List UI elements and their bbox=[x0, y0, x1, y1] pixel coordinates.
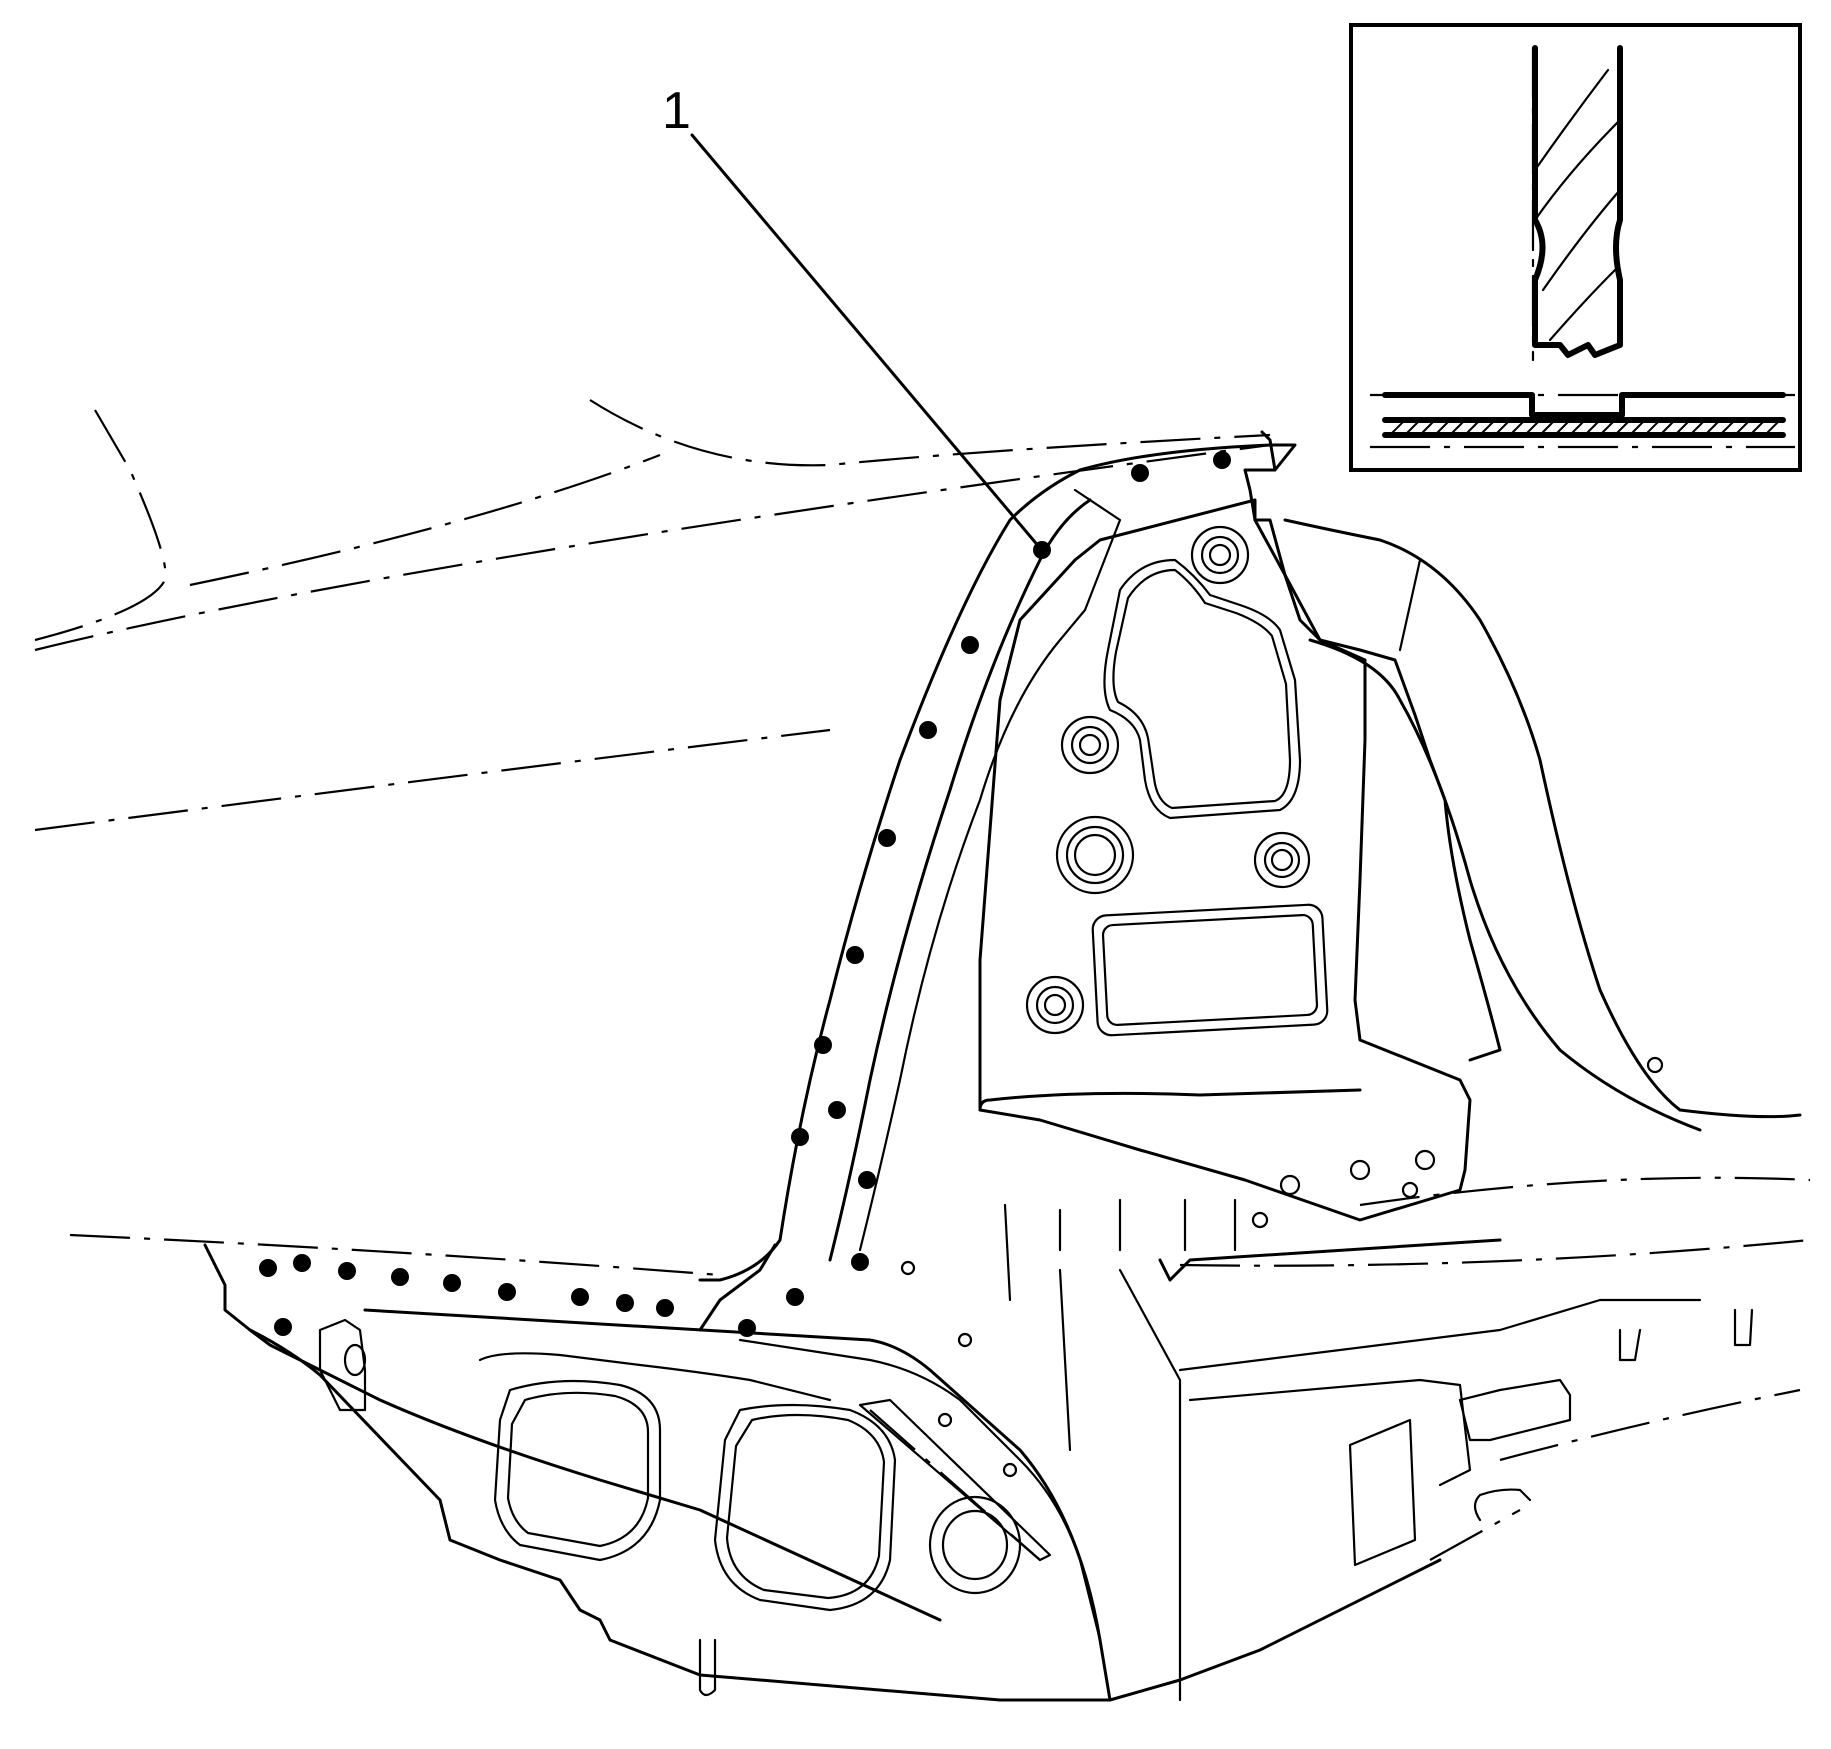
weld-dot bbox=[851, 1253, 869, 1271]
inset-frame bbox=[1349, 23, 1802, 472]
weld-dot bbox=[571, 1288, 589, 1306]
lower-rocker bbox=[203, 1198, 1801, 1702]
upper-body-lines bbox=[34, 399, 1271, 1277]
drill-bit-icon bbox=[1531, 45, 1623, 362]
weld-dot bbox=[1131, 464, 1149, 482]
weld-dot bbox=[919, 721, 937, 739]
weld-dot bbox=[1213, 451, 1231, 469]
weld-dot bbox=[616, 1294, 634, 1312]
weld-dot bbox=[878, 829, 896, 847]
weld-dot bbox=[961, 636, 979, 654]
weld-dot bbox=[443, 1274, 461, 1292]
weld-dot bbox=[391, 1268, 409, 1286]
weld-dot bbox=[786, 1288, 804, 1306]
weld-dot bbox=[858, 1171, 876, 1189]
weld-dot bbox=[828, 1101, 846, 1119]
weld-dot bbox=[846, 946, 864, 964]
weld-dot bbox=[259, 1259, 277, 1277]
callout-label: 1 bbox=[662, 82, 691, 140]
weld-dot bbox=[791, 1128, 809, 1146]
rear-panel bbox=[1158, 518, 1811, 1282]
weld-dot bbox=[274, 1318, 292, 1336]
weld-dot bbox=[656, 1299, 674, 1317]
panel-layers bbox=[1370, 392, 1795, 449]
weld-dot bbox=[814, 1036, 832, 1054]
weld-dot bbox=[738, 1319, 756, 1337]
weld-dot bbox=[498, 1283, 516, 1301]
hatch-pattern bbox=[1389, 419, 1781, 436]
weld-dot bbox=[293, 1254, 311, 1272]
drill-inset bbox=[1349, 23, 1802, 472]
wheelhouse-panel bbox=[698, 430, 1447, 1282]
inner-panel bbox=[978, 498, 1472, 1229]
spot-weld-dots bbox=[259, 451, 1231, 1337]
weld-dot bbox=[338, 1262, 356, 1280]
callout-1: 1 bbox=[662, 82, 1042, 550]
